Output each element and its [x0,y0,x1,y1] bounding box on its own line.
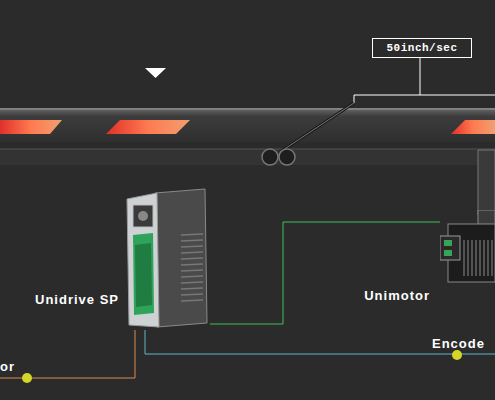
coupling-arm [478,150,495,215]
power-wire [210,222,440,324]
belt-lever [280,103,354,152]
signal-label: Encode [432,336,485,351]
product [106,120,190,134]
roller [279,149,295,165]
component-label: Unidrive SP [35,292,119,307]
belt-return [0,149,495,165]
servo-motor: Unimotor [440,210,495,285]
belt-edge [0,149,495,150]
bracket [354,95,495,103]
connection-dot [452,350,462,360]
roller [262,149,278,165]
encoder-wire [145,330,495,354]
component-label: Unimotor [364,288,430,303]
speed-box: 50inch/sec [372,38,472,58]
belt-lever [280,103,354,152]
signal-label: or [0,359,15,374]
conveyor-belt [0,108,495,142]
position-marker [145,68,166,78]
speed-label: 50inch/sec [386,42,457,54]
input-wire [0,330,135,378]
bracket [420,58,421,95]
belt-edge [0,108,495,110]
connection-dot [22,373,32,383]
product [451,120,495,134]
drive-illustration [125,185,210,330]
motor-illustration [440,210,495,285]
product [0,120,62,134]
drive-unit: Unidrive SP [125,185,210,330]
